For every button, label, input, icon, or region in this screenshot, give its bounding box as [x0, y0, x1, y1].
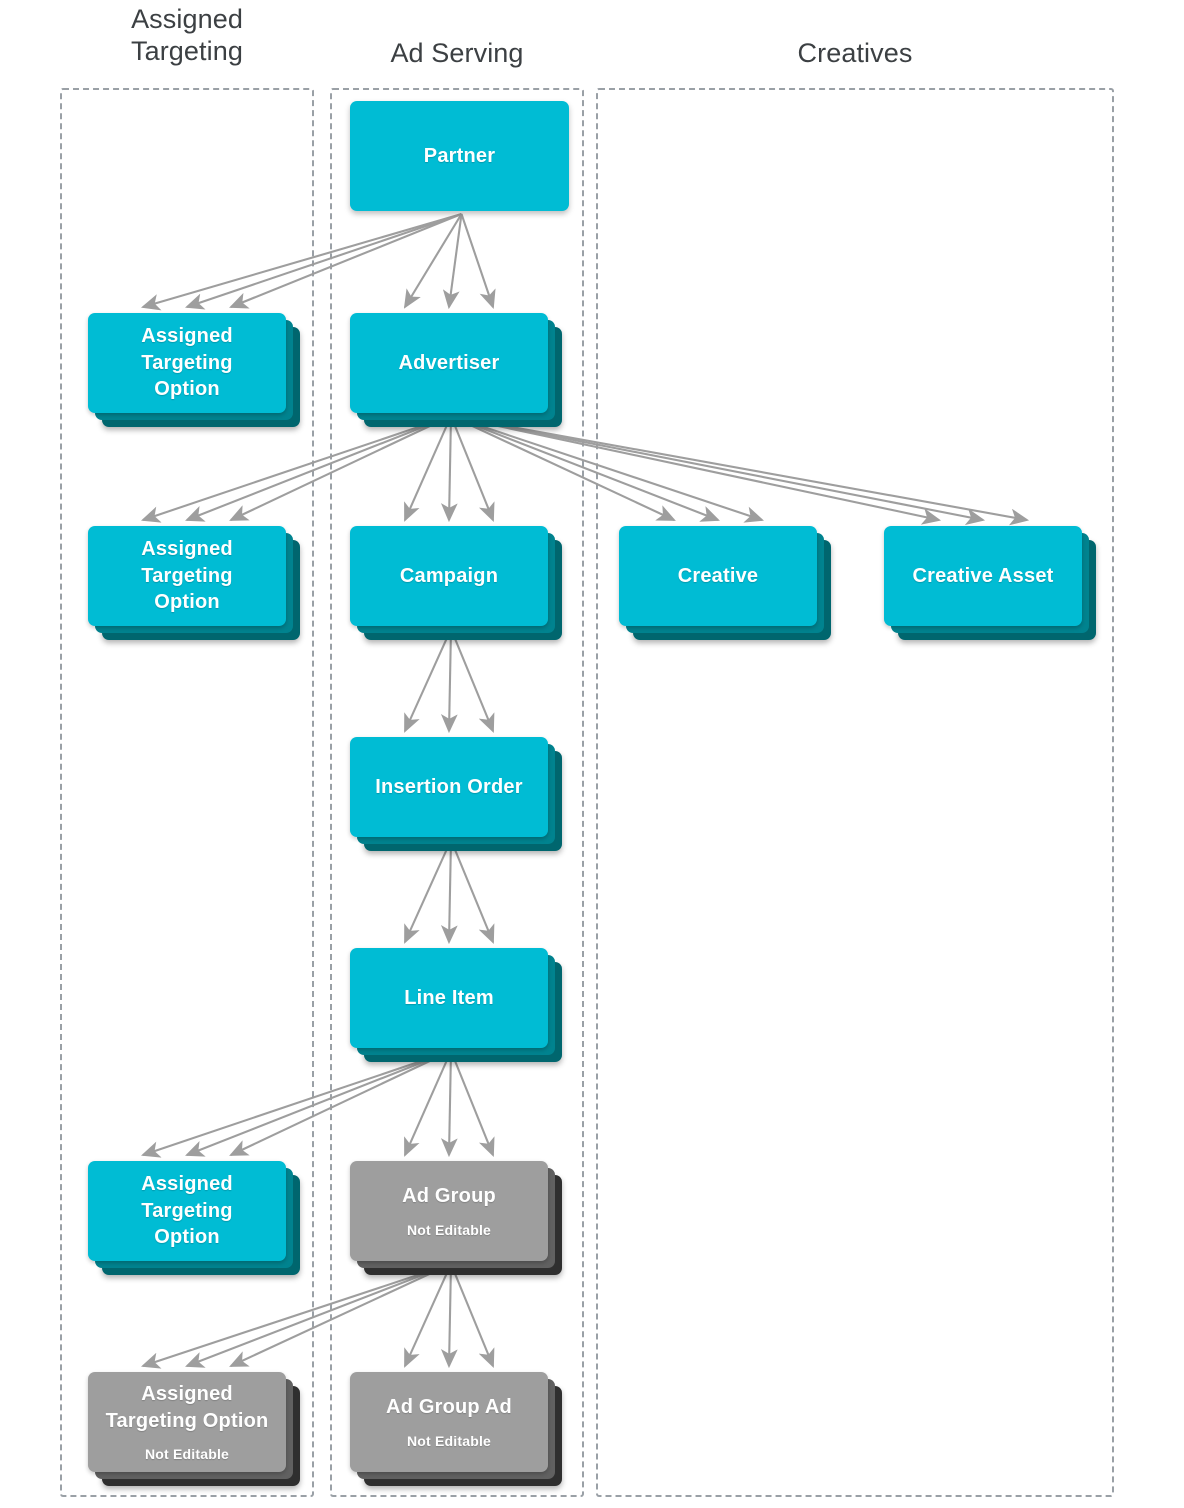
node-ato-lineitem[interactable]: Assigned Targeting Option — [88, 1161, 300, 1275]
node-ato-adgroup-card[interactable]: Assigned Targeting Option Not Editable — [88, 1372, 286, 1472]
node-ato-advertiser[interactable]: Assigned Targeting Option — [88, 526, 300, 640]
node-ad-group-ad[interactable]: Ad Group Ad Not Editable — [350, 1372, 562, 1486]
column-frame-assigned-targeting — [60, 88, 314, 1497]
node-partner-title: Partner — [423, 144, 496, 167]
node-ato-partner-title: Assigned Targeting Option — [141, 325, 233, 401]
node-campaign-title: Campaign — [399, 564, 499, 587]
node-creative-asset-card[interactable]: Creative Asset — [884, 526, 1082, 626]
node-partner-card[interactable]: Partner — [350, 101, 569, 211]
node-campaign-card[interactable]: Campaign — [350, 526, 548, 626]
node-creative-title: Creative — [677, 564, 759, 587]
column-frame-ad-serving — [330, 88, 584, 1497]
node-ato-partner-card[interactable]: Assigned Targeting Option — [88, 313, 286, 413]
node-ato-partner[interactable]: Assigned Targeting Option — [88, 313, 300, 427]
node-creative-card[interactable]: Creative — [619, 526, 817, 626]
node-ad-group-card[interactable]: Ad Group Not Editable — [350, 1161, 548, 1261]
column-frame-creatives — [596, 88, 1114, 1497]
node-ato-adgroup-badge: Not Editable — [144, 1445, 230, 1462]
node-advertiser-card[interactable]: Advertiser — [350, 313, 548, 413]
node-ad-group-ad-title: Ad Group Ad — [386, 1396, 512, 1419]
node-ad-group-title: Ad Group — [402, 1185, 496, 1208]
node-creative-asset[interactable]: Creative Asset — [884, 526, 1096, 640]
node-ato-adgroup-title: Assigned Targeting Option — [105, 1383, 269, 1432]
node-line-item[interactable]: Line Item — [350, 948, 562, 1062]
node-insertion-order-card[interactable]: Insertion Order — [350, 737, 548, 837]
node-ad-group-ad-badge: Not Editable — [406, 1432, 492, 1449]
node-ad-group-badge: Not Editable — [406, 1221, 492, 1238]
node-line-item-title: Line Item — [404, 986, 494, 1009]
column-header-ad-serving: Ad Serving — [390, 38, 524, 68]
column-header-creatives: Creatives — [797, 38, 913, 68]
node-partner[interactable]: Partner — [350, 101, 569, 211]
node-ato-lineitem-card[interactable]: Assigned Targeting Option — [88, 1161, 286, 1261]
node-advertiser-title: Advertiser — [398, 351, 500, 374]
node-ad-group[interactable]: Ad Group Not Editable — [350, 1161, 562, 1275]
column-header-assigned-targeting: Assigned Targeting — [131, 4, 243, 66]
node-ato-adgroup[interactable]: Assigned Targeting Option Not Editable — [88, 1372, 300, 1486]
node-creative[interactable]: Creative — [619, 526, 831, 640]
node-insertion-order-title: Insertion Order — [375, 775, 523, 798]
node-campaign[interactable]: Campaign — [350, 526, 562, 640]
node-ato-lineitem-title: Assigned Targeting Option — [141, 1173, 233, 1249]
node-insertion-order[interactable]: Insertion Order — [350, 737, 562, 851]
node-ato-advertiser-title: Assigned Targeting Option — [141, 538, 233, 614]
node-advertiser[interactable]: Advertiser — [350, 313, 562, 427]
node-ato-advertiser-card[interactable]: Assigned Targeting Option — [88, 526, 286, 626]
node-creative-asset-title: Creative Asset — [912, 564, 1054, 587]
node-line-item-card[interactable]: Line Item — [350, 948, 548, 1048]
node-ad-group-ad-card[interactable]: Ad Group Ad Not Editable — [350, 1372, 548, 1472]
